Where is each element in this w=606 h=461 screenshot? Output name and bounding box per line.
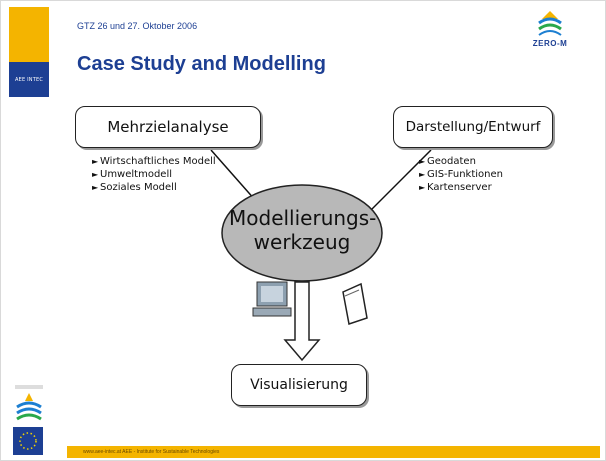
- center-ellipse: [221, 184, 383, 282]
- sidebar-yellow-block: [9, 7, 49, 62]
- diagram-connectors: [210, 149, 432, 362]
- bullet-arrow-icon: ►: [419, 170, 426, 179]
- arrow-right-to-center: [358, 149, 432, 223]
- bullet-arrow-icon: ►: [92, 157, 99, 166]
- diagram: Mehrzielanalyse ►Wirtschaftliches Modell…: [61, 96, 601, 436]
- bullet-arrow-icon: ►: [92, 170, 99, 179]
- bullet-arrow-icon: ►: [92, 183, 99, 192]
- bullet-arrow-icon: ►: [419, 183, 426, 192]
- page-title: Case Study and Modelling: [77, 53, 326, 75]
- darstellung-bullets: ►Geodaten ►GIS-Funktionen ►Kartenserver: [419, 155, 503, 194]
- list-item: ►GIS-Funktionen: [419, 169, 503, 180]
- zero-m-logo: ZERO-M: [525, 9, 575, 53]
- project-logo-icon: [13, 383, 45, 423]
- eu-flag-icon: [13, 427, 43, 455]
- list-item: ►Geodaten: [419, 156, 476, 167]
- center-label-line2: werkzeug: [253, 230, 351, 254]
- footer-text: www.aee-intec.at AEE - Institute for Sus…: [83, 449, 220, 455]
- header-date-line: GTZ 26 und 27. Oktober 2006: [77, 21, 198, 31]
- footer-bar: www.aee-intec.at AEE - Institute for Sus…: [67, 446, 600, 458]
- center-ellipse-label: Modellierungs- werkzeug: [229, 206, 377, 254]
- box-visualisierung: Visualisierung: [231, 364, 367, 406]
- computer-icon: [252, 281, 292, 317]
- sidebar: AEE INTEC: [9, 7, 49, 455]
- list-item: ►Umweltmodell: [92, 169, 173, 180]
- box-mehrzielanalyse-label: Mehrzielanalyse: [107, 118, 229, 136]
- box-visualisierung-label: Visualisierung: [250, 377, 348, 393]
- list-item: ►Soziales Modell: [92, 182, 177, 193]
- list-item: ►Kartenserver: [419, 182, 492, 193]
- center-label-line1: Modellierungs-: [229, 206, 377, 230]
- bullet-arrow-icon: ►: [419, 157, 426, 166]
- org-logo: AEE INTEC: [9, 62, 49, 97]
- arrow-center-to-bottom: [283, 281, 321, 362]
- document-icon: [342, 282, 368, 325]
- mehrzielanalyse-bullets: ►Wirtschaftliches Modell ►Umweltmodell ►…: [92, 155, 216, 194]
- box-mehrzielanalyse: Mehrzielanalyse: [75, 106, 261, 148]
- zero-m-logo-text: ZERO-M: [532, 39, 568, 48]
- list-item: ►Wirtschaftliches Modell: [92, 156, 216, 167]
- org-logo-text: AEE INTEC: [14, 76, 44, 83]
- box-darstellung-entwurf-label: Darstellung/Entwurf: [405, 119, 541, 135]
- box-darstellung-entwurf: Darstellung/Entwurf: [393, 106, 553, 148]
